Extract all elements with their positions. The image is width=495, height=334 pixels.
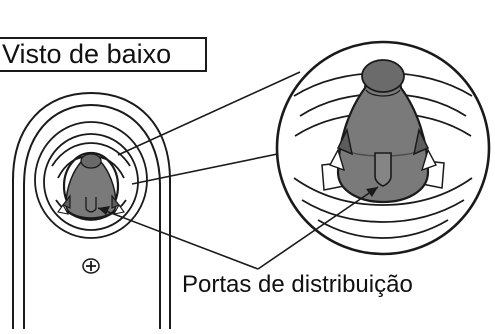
leader-lines: [97, 186, 379, 270]
magnified-view: [275, 40, 491, 256]
magnifier-lines: [117, 71, 301, 185]
distribution-ports-label: Portas de distribuição: [182, 271, 413, 298]
view-title: Visto de baixo: [0, 37, 207, 72]
screw-icon: [82, 258, 100, 274]
appliance-body: [12, 91, 171, 329]
small-nozzle: [57, 153, 125, 219]
